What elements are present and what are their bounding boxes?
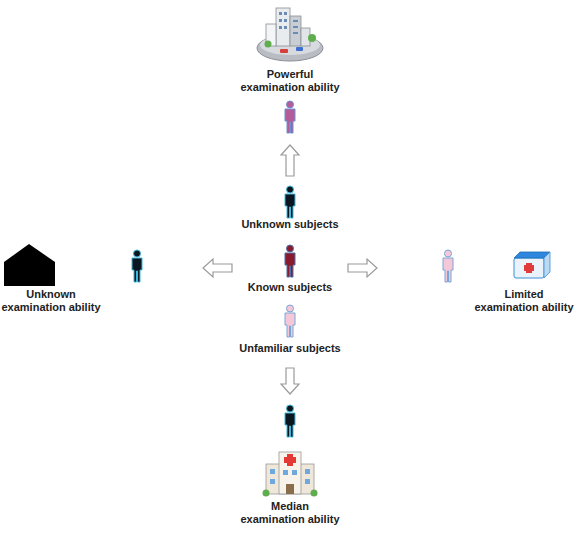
- city-icon: [290, 16, 301, 46]
- figure-label: Limited examination ability: [474, 288, 574, 314]
- person-figure: [285, 245, 295, 277]
- labelled-figure: Limited examination ability: [385, 236, 575, 320]
- person-figure: [443, 258, 453, 282]
- hospital-icon: [286, 484, 294, 494]
- person-figure: [287, 405, 294, 412]
- labelled-figure: Median examination ability: [215, 402, 365, 533]
- person-figure: [285, 305, 295, 337]
- person-figure: [132, 250, 142, 282]
- city-icon: [284, 19, 287, 22]
- block-arrow: [281, 368, 299, 394]
- city-icon: [308, 34, 316, 42]
- labelled-figure: Known subjects: [240, 236, 340, 300]
- hospital-icon: [311, 490, 318, 497]
- city-icon: [293, 20, 298, 22]
- figure-label: Unknown examination ability: [1, 288, 101, 314]
- city-icon: [293, 26, 298, 28]
- person-figure: [285, 109, 295, 133]
- person-figure: [287, 186, 294, 193]
- figure-label: Known subjects: [240, 281, 340, 294]
- block-arrow: [203, 259, 232, 277]
- person-figure: [285, 186, 295, 218]
- city-icon: [279, 19, 282, 22]
- person-figure: [445, 250, 452, 257]
- person-figure: [134, 250, 141, 257]
- hospital-icon: [270, 479, 275, 484]
- hospital-icon: [292, 470, 297, 475]
- person-figure: [285, 194, 295, 218]
- figure-label: Median examination ability: [240, 500, 340, 526]
- figure-label: Powerful examination ability: [240, 68, 340, 94]
- city-icon: [280, 49, 288, 53]
- house-icon: [4, 244, 55, 286]
- figure-label: Unknown subjects: [230, 218, 350, 231]
- person-figure: [285, 405, 295, 437]
- kit-icon: [524, 265, 534, 271]
- labelled-figure: Powerful examination ability: [225, 0, 355, 137]
- hospital-icon: [305, 469, 310, 474]
- person-figure: [285, 413, 295, 437]
- city-icon: [296, 47, 303, 51]
- city-icon: [279, 12, 282, 15]
- hospital-icon: [283, 470, 288, 475]
- person-figure: [287, 245, 294, 252]
- person-figure: [285, 313, 295, 337]
- labelled-figure: Unfamiliar subjects: [225, 300, 355, 360]
- person-figure: [132, 258, 142, 282]
- hospital-icon: [263, 452, 318, 497]
- person-figure: [285, 101, 295, 133]
- block-arrow: [281, 145, 299, 176]
- hospital-icon: [305, 479, 310, 484]
- house-icon: [4, 244, 55, 286]
- hospital-icon: [270, 469, 275, 474]
- city-icon: [257, 8, 323, 61]
- hospital-icon: [263, 490, 270, 497]
- person-figure: [443, 250, 453, 282]
- labelled-figure: Unknown subjects: [230, 184, 350, 232]
- city-icon: [284, 26, 287, 29]
- person-figure: [287, 305, 294, 312]
- kit-icon: [514, 258, 544, 278]
- city-icon: [276, 8, 290, 46]
- person-figure: [287, 101, 294, 108]
- city-icon: [293, 32, 298, 34]
- labelled-figure: Unknown examination ability: [0, 236, 195, 320]
- kit-icon: [544, 252, 550, 278]
- city-icon: [279, 26, 282, 29]
- kit-icon: [514, 252, 550, 278]
- hospital-icon: [284, 457, 296, 463]
- person-figure: [285, 253, 295, 277]
- hospital-icon: [279, 452, 301, 494]
- block-arrow: [348, 259, 377, 277]
- city-icon: [284, 12, 287, 15]
- city-icon: [265, 41, 272, 48]
- figure-label: Unfamiliar subjects: [225, 342, 355, 355]
